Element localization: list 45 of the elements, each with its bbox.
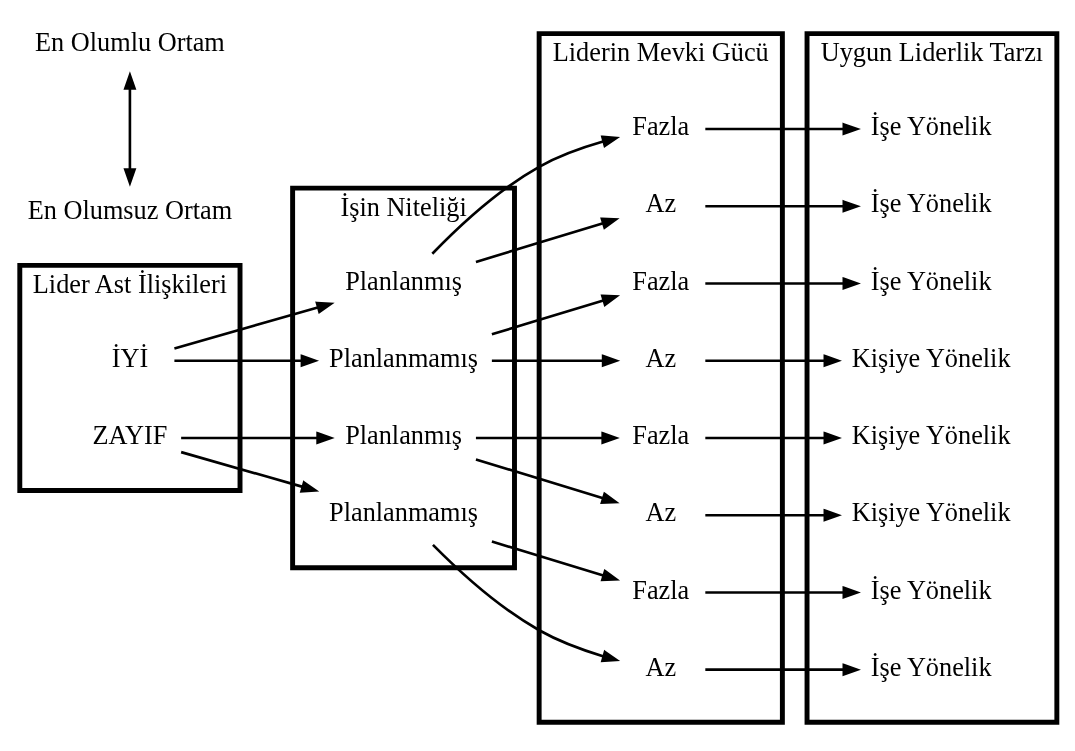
arrow [475, 217, 620, 264]
node-text: Az [645, 498, 677, 528]
node-text: İşe Yönelik [870, 112, 992, 142]
node-text: Fazla [632, 575, 690, 605]
node-text: Kişiye Yönelik [851, 498, 1011, 528]
arrow [705, 586, 861, 599]
arrow [174, 354, 320, 368]
arrow [431, 135, 621, 255]
arrow [705, 431, 842, 445]
node-text: İşe Yönelik [870, 652, 992, 682]
arrow [123, 71, 137, 187]
arrow [181, 431, 335, 445]
node-text: Az [645, 189, 677, 219]
node-text: Az [645, 343, 677, 373]
arrow [705, 663, 861, 677]
arrow [705, 199, 861, 213]
node-text: ZAYIF [92, 421, 168, 451]
arrow [705, 122, 861, 136]
node-text: Planlanmış [345, 421, 462, 451]
arrow [705, 277, 861, 290]
node-text: Fazla [632, 112, 690, 142]
arrow [180, 450, 320, 493]
arrow [705, 508, 842, 522]
node-text: En Olumsuz Ortam [27, 196, 233, 226]
arrow [475, 458, 620, 504]
node-text: Fazla [632, 266, 690, 296]
node-text: İYİ [111, 343, 149, 373]
arrow [432, 543, 621, 663]
node-text: İşe Yönelik [870, 189, 992, 219]
node-text: Planlanmamış [329, 498, 479, 528]
node-text: Az [645, 652, 677, 682]
arrow [705, 354, 842, 368]
arrow [475, 431, 620, 445]
node-text: İşe Yönelik [870, 266, 992, 296]
node-text: Planlanmış [345, 266, 462, 296]
node-text: İşe Yönelik [870, 575, 992, 605]
arrow [491, 540, 621, 582]
node-text: Fazla [632, 421, 690, 451]
node-text: Kişiye Yönelik [851, 343, 1011, 373]
node-text: Planlanmamış [329, 343, 479, 373]
arrow [174, 301, 335, 350]
node-text: Kişiye Yönelik [851, 421, 1011, 451]
node-text: En Olumlu Ortam [35, 28, 225, 58]
arrow [491, 354, 621, 368]
arrow [491, 294, 621, 336]
